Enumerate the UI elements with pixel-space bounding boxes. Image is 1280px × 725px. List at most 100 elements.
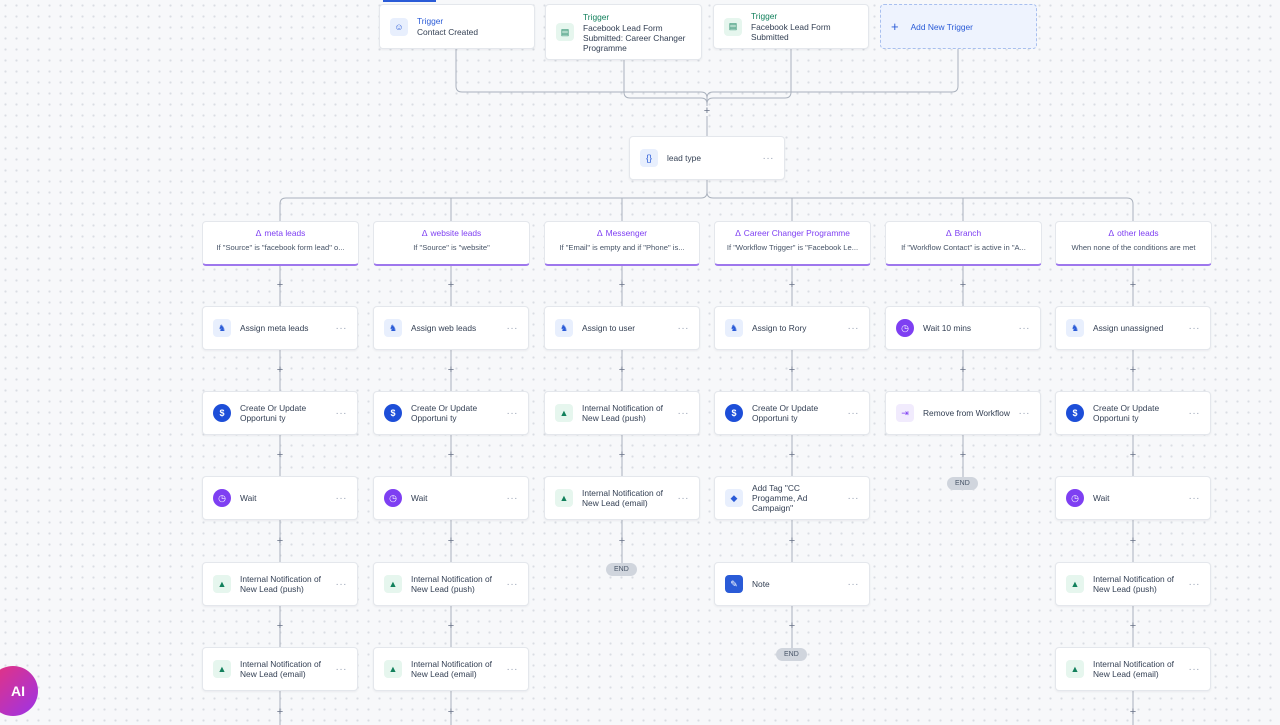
clock-icon: ◷ xyxy=(384,489,402,507)
add-step-plus[interactable]: + xyxy=(1129,449,1137,461)
action-create-opportunity[interactable]: $ Create Or Update Opportuni ty ··· xyxy=(1055,391,1211,435)
action-notification-push[interactable]: ▲ Internal Notification of New Lead (pus… xyxy=(373,562,529,606)
more-options-icon[interactable]: ··· xyxy=(506,407,518,419)
add-step-plus[interactable]: + xyxy=(276,620,284,632)
add-step-plus[interactable]: + xyxy=(447,364,455,376)
more-options-icon[interactable]: ··· xyxy=(335,407,347,419)
add-step-plus[interactable]: + xyxy=(1129,535,1137,547)
more-options-icon[interactable]: ··· xyxy=(506,322,518,334)
add-step-plus[interactable]: + xyxy=(959,279,967,291)
more-options-icon[interactable]: ··· xyxy=(506,492,518,504)
more-options-icon[interactable]: ··· xyxy=(677,407,689,419)
action-notification-email[interactable]: ▲ Internal Notification of New Lead (ema… xyxy=(202,647,358,691)
active-tab-indicator xyxy=(383,0,436,2)
add-step-plus[interactable]: + xyxy=(447,449,455,461)
action-notification-push[interactable]: ▲ Internal Notification of New Lead (pus… xyxy=(1055,562,1211,606)
action-notification-email[interactable]: ▲ Internal Notification of New Lead (ema… xyxy=(544,476,700,520)
more-options-icon[interactable]: ··· xyxy=(335,663,347,675)
action-create-opportunity[interactable]: $ Create Or Update Opportuni ty ··· xyxy=(714,391,870,435)
more-options-icon[interactable]: ··· xyxy=(1188,578,1200,590)
assign-user-icon: ♞ xyxy=(384,319,402,337)
add-step-plus[interactable]: + xyxy=(618,279,626,291)
add-step-plus[interactable]: + xyxy=(447,279,455,291)
add-step-plus[interactable]: + xyxy=(1129,279,1137,291)
more-options-icon[interactable]: ··· xyxy=(506,663,518,675)
action-notification-push[interactable]: ▲ Internal Notification of New Lead (pus… xyxy=(544,391,700,435)
action-remove-from-workflow[interactable]: ⇥ Remove from Workflow ··· xyxy=(885,391,1041,435)
more-options-icon[interactable]: ··· xyxy=(847,322,859,334)
action-wait[interactable]: ◷ Wait ··· xyxy=(1055,476,1211,520)
more-options-icon[interactable]: ··· xyxy=(762,152,774,164)
more-options-icon[interactable]: ··· xyxy=(335,322,347,334)
action-create-opportunity[interactable]: $ Create Or Update Opportuni ty ··· xyxy=(373,391,529,435)
more-options-icon[interactable]: ··· xyxy=(847,492,859,504)
add-step-plus[interactable]: + xyxy=(1129,706,1137,718)
action-assign-web[interactable]: ♞ Assign web leads ··· xyxy=(373,306,529,350)
add-step-plus[interactable]: + xyxy=(276,449,284,461)
action-wait[interactable]: ◷ Wait ··· xyxy=(202,476,358,520)
add-step-plus[interactable]: + xyxy=(788,364,796,376)
action-assign-unassigned[interactable]: ♞ Assign unassigned ··· xyxy=(1055,306,1211,350)
add-step-plus[interactable]: + xyxy=(447,535,455,547)
add-step-plus[interactable]: + xyxy=(788,449,796,461)
bell-icon: ▲ xyxy=(384,575,402,593)
action-note[interactable]: ✎ Note ··· xyxy=(714,562,870,606)
more-options-icon[interactable]: ··· xyxy=(1188,407,1200,419)
trigger-label: Facebook Lead Form Submitted: Career Cha… xyxy=(583,22,686,53)
more-options-icon[interactable]: ··· xyxy=(677,492,689,504)
add-step-plus[interactable]: + xyxy=(788,535,796,547)
add-step-plus[interactable]: + xyxy=(618,449,626,461)
add-step-plus[interactable]: + xyxy=(1129,364,1137,376)
add-step-plus[interactable]: + xyxy=(618,364,626,376)
action-assign-meta[interactable]: ♞ Assign meta leads ··· xyxy=(202,306,358,350)
more-options-icon[interactable]: ··· xyxy=(847,578,859,590)
more-options-icon[interactable]: ··· xyxy=(335,578,347,590)
add-step-plus[interactable]: + xyxy=(1129,620,1137,632)
action-add-tag[interactable]: ◆ Add Tag "CC Progamme, Ad Campaign" ··· xyxy=(714,476,870,520)
action-notification-email[interactable]: ▲ Internal Notification of New Lead (ema… xyxy=(373,647,529,691)
add-step-plus[interactable]: + xyxy=(276,364,284,376)
add-step-plus[interactable]: + xyxy=(703,105,711,117)
action-wait-10-mins[interactable]: ◷ Wait 10 mins ··· xyxy=(885,306,1041,350)
action-assign-rory[interactable]: ♞ Assign to Rory ··· xyxy=(714,306,870,350)
action-wait[interactable]: ◷ Wait ··· xyxy=(373,476,529,520)
add-step-plus[interactable]: + xyxy=(959,364,967,376)
action-create-opportunity[interactable]: $ Create Or Update Opportuni ty ··· xyxy=(202,391,358,435)
action-notification-push[interactable]: ▲ Internal Notification of New Lead (pus… xyxy=(202,562,358,606)
add-step-plus[interactable]: + xyxy=(788,279,796,291)
add-step-plus[interactable]: + xyxy=(276,535,284,547)
add-step-plus[interactable]: + xyxy=(447,706,455,718)
add-step-plus[interactable]: + xyxy=(276,706,284,718)
more-options-icon[interactable]: ··· xyxy=(1018,407,1030,419)
add-step-plus[interactable]: + xyxy=(959,449,967,461)
add-step-plus[interactable]: + xyxy=(447,620,455,632)
add-step-plus[interactable]: + xyxy=(618,535,626,547)
more-options-icon[interactable]: ··· xyxy=(847,407,859,419)
lead-type-node[interactable]: {} lead type ··· xyxy=(629,136,785,180)
more-options-icon[interactable]: ··· xyxy=(1188,492,1200,504)
action-label: Internal Notification of New Lead (push) xyxy=(582,403,664,423)
action-assign-user[interactable]: ♞ Assign to user ··· xyxy=(544,306,700,350)
add-new-trigger-button[interactable]: + Add New Trigger xyxy=(880,4,1037,49)
more-options-icon[interactable]: ··· xyxy=(1188,322,1200,334)
more-options-icon[interactable]: ··· xyxy=(1188,663,1200,675)
add-step-plus[interactable]: + xyxy=(788,620,796,632)
add-step-plus[interactable]: + xyxy=(276,279,284,291)
action-notification-email[interactable]: ▲ Internal Notification of New Lead (ema… xyxy=(1055,647,1211,691)
more-options-icon[interactable]: ··· xyxy=(1018,322,1030,334)
more-options-icon[interactable]: ··· xyxy=(506,578,518,590)
more-options-icon[interactable]: ··· xyxy=(677,322,689,334)
more-options-icon[interactable]: ··· xyxy=(335,492,347,504)
branch-icon: ᐃ xyxy=(596,228,603,238)
action-label: Wait xyxy=(1093,493,1110,503)
